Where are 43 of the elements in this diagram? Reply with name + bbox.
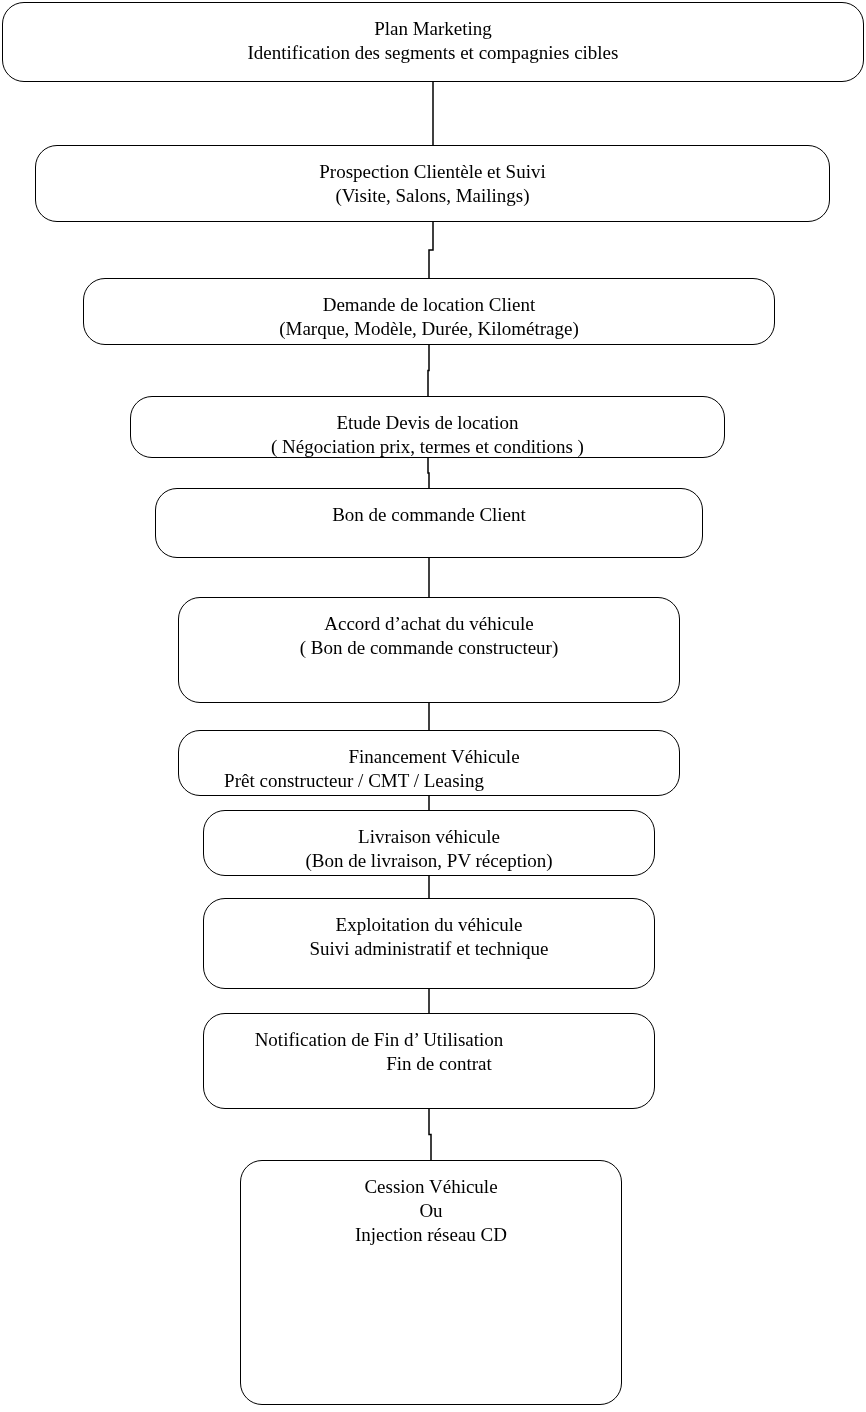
process-box — [2, 2, 864, 82]
process-box — [178, 597, 680, 703]
step-detail: Suivi administratif et technique — [309, 937, 549, 961]
step-title: Accord d’achat du véhicule — [324, 612, 534, 636]
process-box — [155, 488, 703, 558]
connector-line — [432, 81, 434, 146]
step-title: Cession Véhicule — [364, 1175, 498, 1199]
step-detail: (Visite, Salons, Mailings) — [335, 184, 530, 208]
process-box — [240, 1160, 622, 1405]
connector-line — [428, 702, 430, 731]
connector-line — [427, 344, 430, 397]
step-title: Livraison véhicule — [358, 825, 500, 849]
step-title: Exploitation du véhicule — [335, 913, 523, 937]
connector-line — [428, 988, 430, 1014]
step-title: Financement Véhicule — [348, 745, 520, 769]
connector-line — [428, 221, 434, 279]
step-detail: Ou — [419, 1199, 443, 1223]
step-title: Demande de location Client — [322, 293, 536, 317]
process-box — [83, 278, 775, 345]
process-box — [35, 145, 830, 222]
step-detail: (Marque, Modèle, Durée, Kilométrage) — [279, 317, 579, 341]
process-box — [203, 1013, 655, 1109]
step-detail: ( Négociation prix, termes et conditions ) — [271, 435, 584, 459]
step-title: Etude Devis de location — [336, 411, 519, 435]
connector-line — [428, 795, 430, 811]
step-detail: Prêt constructeur / CMT / Leasing — [224, 769, 484, 793]
connector-line — [428, 557, 430, 598]
step-detail: Injection réseau CD — [355, 1223, 507, 1247]
process-box — [203, 810, 655, 876]
process-box — [178, 730, 680, 796]
step-detail: Fin de contrat — [386, 1052, 492, 1076]
connector-line — [428, 875, 430, 899]
process-box — [203, 898, 655, 989]
step-detail: ( Bon de commande constructeur) — [299, 636, 559, 660]
connector-line — [428, 1108, 432, 1161]
step-title: Prospection Clientèle et Suivi — [319, 160, 546, 184]
step-detail: Identification des segments et compagnies cibles — [247, 41, 619, 65]
connector-line — [427, 457, 430, 489]
process-box — [130, 396, 725, 458]
step-detail: (Bon de livraison, PV réception) — [305, 849, 553, 873]
step-title: Bon de commande Client — [332, 503, 526, 527]
step-title: Plan Marketing — [374, 17, 492, 41]
step-title: Notification de Fin d’ Utilisation — [254, 1028, 504, 1052]
